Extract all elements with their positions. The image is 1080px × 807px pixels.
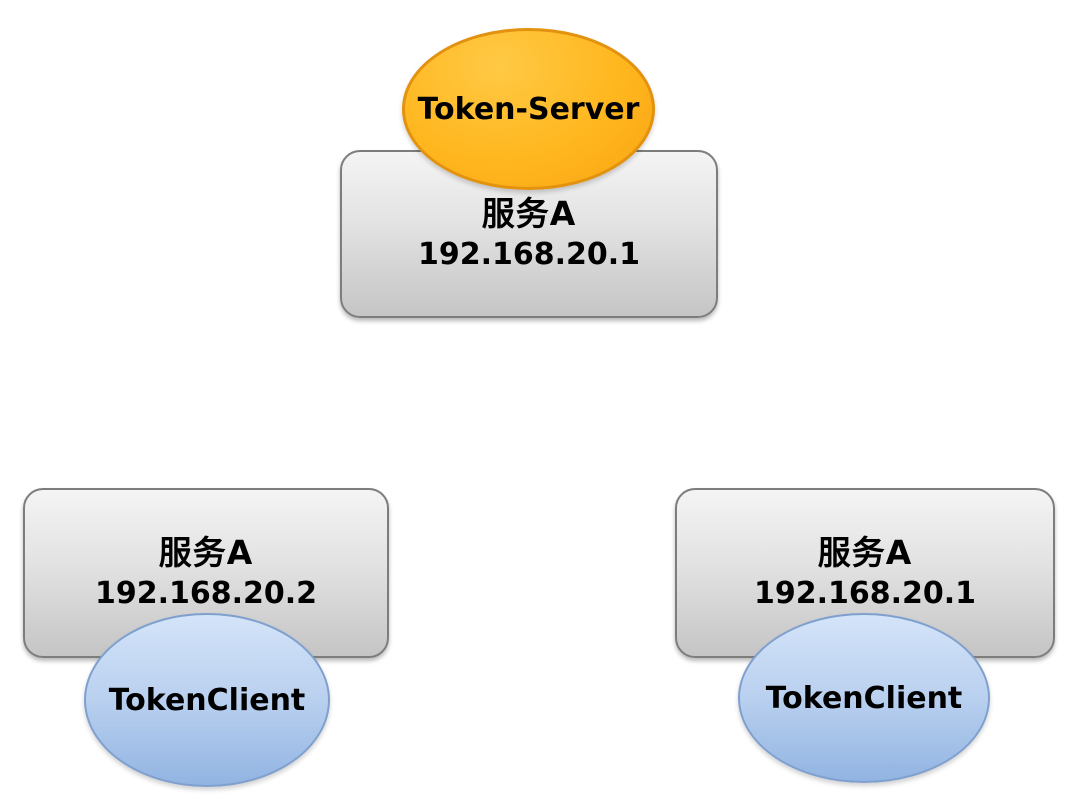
service-name-label: 服务A bbox=[481, 194, 577, 233]
token-client-label: TokenClient bbox=[765, 680, 963, 716]
token-server-ellipse: Token-Server bbox=[402, 28, 655, 190]
service-name-label: 服务A bbox=[817, 533, 913, 572]
service-ip-label: 192.168.20.1 bbox=[417, 237, 641, 272]
token-client-ellipse-right: TokenClient bbox=[738, 613, 990, 783]
service-ip-label: 192.168.20.2 bbox=[94, 576, 318, 611]
token-client-label: TokenClient bbox=[108, 682, 306, 718]
token-server-label: Token-Server bbox=[417, 91, 640, 127]
service-name-label: 服务A bbox=[158, 533, 254, 572]
token-client-ellipse-left: TokenClient bbox=[84, 613, 330, 787]
service-ip-label: 192.168.20.1 bbox=[753, 576, 977, 611]
